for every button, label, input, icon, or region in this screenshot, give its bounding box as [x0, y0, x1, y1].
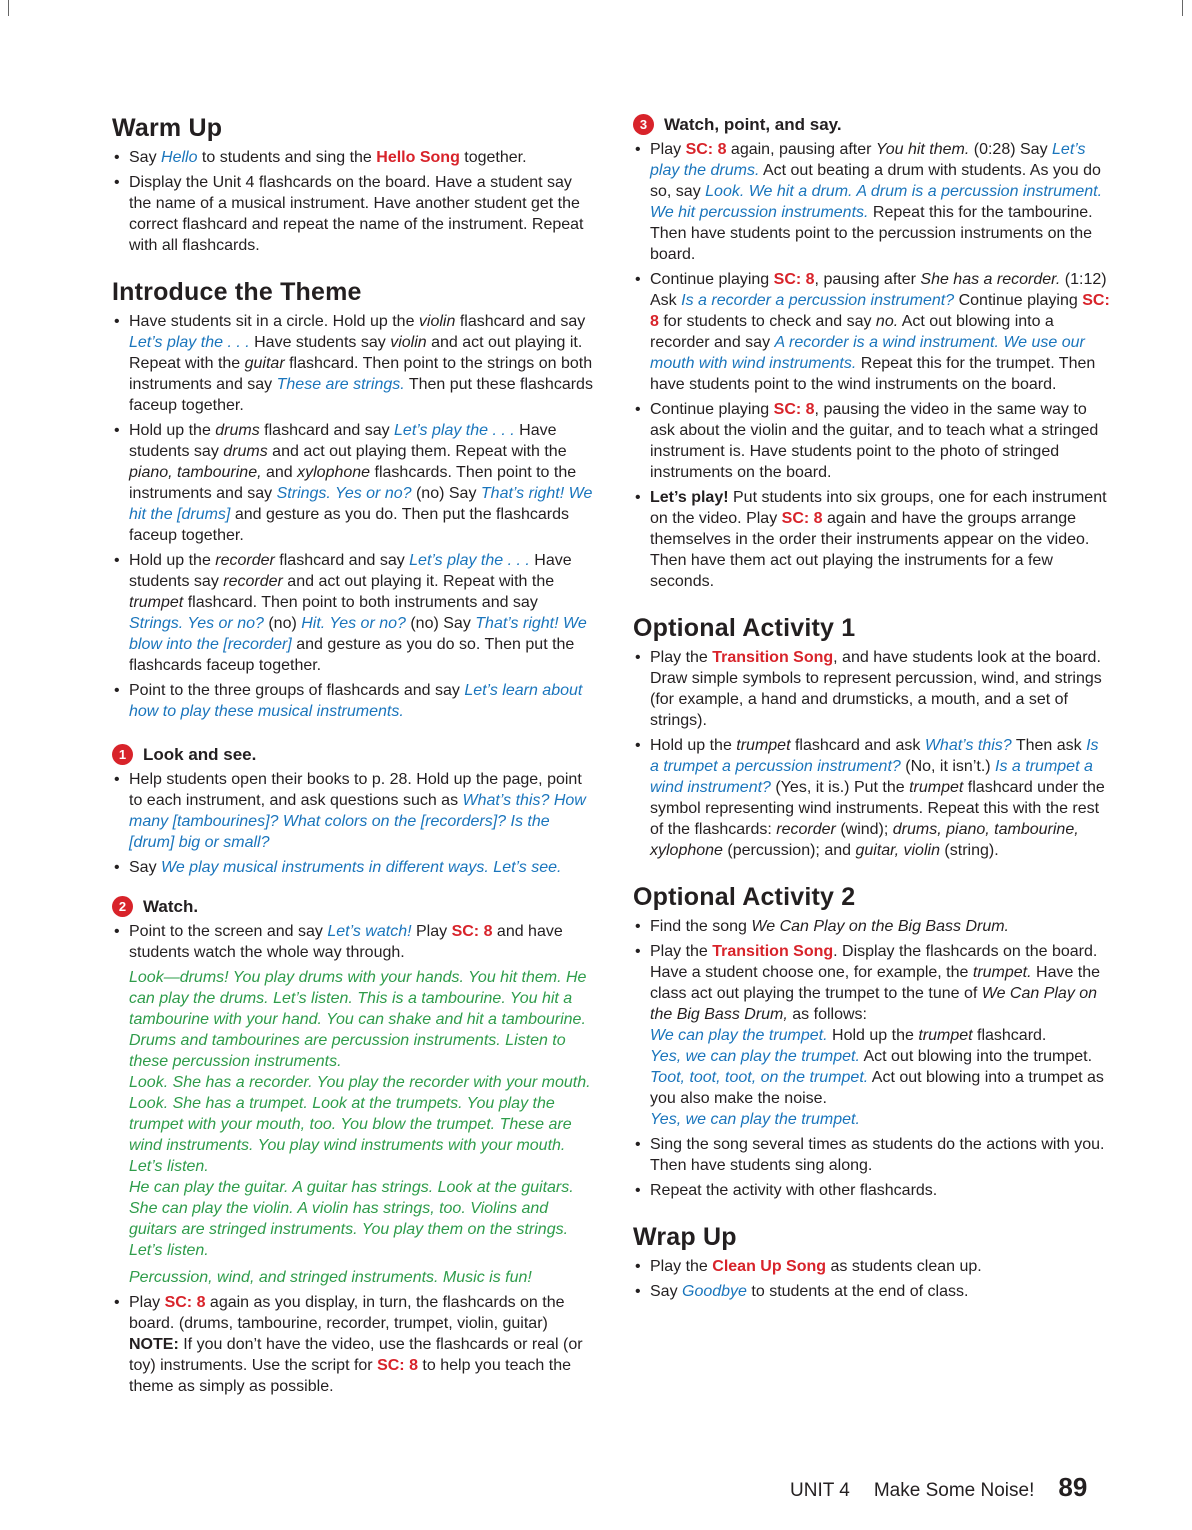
list-item: Repeat the activity with other flashcard…: [633, 1180, 1111, 1201]
step-number-badge: 3: [633, 114, 654, 135]
list-item: Say Hello to students and sing the Hello…: [112, 147, 596, 168]
list-item: Hold up the drums flashcard and say Let’…: [112, 420, 596, 546]
video-script: Look—drums! You play drums with your han…: [112, 967, 596, 1288]
list-item: Let’s play! Put students into six groups…: [633, 487, 1111, 592]
script-closing-line: Percussion, wind, and stringed instrumen…: [129, 1269, 532, 1286]
crop-mark-left: [8, 0, 9, 16]
footer-unit: UNIT 4: [790, 1480, 850, 1501]
song-line: Yes, we can play the trumpet. Act out bl…: [650, 1048, 1093, 1065]
script-paragraph: Look—drums! You play drums with your han…: [129, 969, 587, 1070]
script-paragraph: Look. She has a recorder. You play the r…: [129, 1074, 591, 1175]
song-line: We can play the trumpet. Hold up the tru…: [650, 1027, 1047, 1044]
list-item: Help students open their books to p. 28.…: [112, 769, 596, 853]
list-item: Have students sit in a circle. Hold up t…: [112, 311, 596, 416]
list-item: Sing the song several times as students …: [633, 1134, 1111, 1176]
introduce-theme-section: Introduce the Theme Have students sit in…: [112, 278, 596, 722]
wrap-up-section: Wrap Up Play the Clean Up Song as studen…: [633, 1223, 1111, 1302]
list-item: Point to the three groups of flashcards …: [112, 680, 596, 722]
list-item: Play the Transition Song. Display the fl…: [633, 941, 1111, 1130]
introduce-theme-heading: Introduce the Theme: [112, 278, 362, 306]
song-line: Yes, we can play the trumpet.: [650, 1111, 860, 1128]
optional-activity-1-heading: Optional Activity 1: [633, 614, 856, 642]
list-item: Say We play musical instruments in diffe…: [112, 857, 596, 878]
list-item: Play the Transition Song, and have stude…: [633, 647, 1111, 731]
song-line: Toot, toot, toot, on the trumpet. Act ou…: [650, 1069, 1104, 1107]
optional-activity-2-section: Optional Activity 2 Find the song We Can…: [633, 883, 1111, 1201]
list-item: Play SC: 8 again as you display, in turn…: [112, 1292, 596, 1397]
list-item: Point to the screen and say Let’s watch!…: [112, 921, 596, 963]
page-number: 89: [1058, 1472, 1088, 1502]
step-number-badge: 1: [112, 744, 133, 765]
warm-up-section: Warm Up Say Hello to students and sing t…: [112, 114, 596, 256]
left-column: Warm Up Say Hello to students and sing t…: [112, 114, 596, 1419]
script-paragraph: He can play the guitar. A guitar has str…: [129, 1179, 574, 1259]
step-number-badge: 2: [112, 896, 133, 917]
list-item: Continue playing SC: 8, pausing the vide…: [633, 399, 1111, 483]
wrap-up-heading: Wrap Up: [633, 1223, 737, 1251]
list-item: Hold up the recorder flashcard and say L…: [112, 550, 596, 676]
list-item: Hold up the trumpet flashcard and ask Wh…: [633, 735, 1111, 861]
optional-activity-2-heading: Optional Activity 2: [633, 883, 856, 911]
list-item: Display the Unit 4 flashcards on the boa…: [112, 172, 596, 256]
crop-mark-right: [1182, 0, 1183, 16]
list-item: Play SC: 8 again, pausing after You hit …: [633, 139, 1111, 265]
optional-activity-1-section: Optional Activity 1 Play the Transition …: [633, 614, 1111, 861]
page-footer: UNIT 4 Make Some Noise! 89: [790, 1472, 1120, 1503]
warm-up-heading: Warm Up: [112, 114, 223, 142]
list-item: Say Goodbye to students at the end of cl…: [633, 1281, 1111, 1302]
footer-title: Make Some Noise!: [873, 1480, 1035, 1501]
list-item: Play the Clean Up Song as students clean…: [633, 1256, 1111, 1277]
list-item: Find the song We Can Play on the Big Bas…: [633, 916, 1111, 937]
list-item: Continue playing SC: 8, pausing after Sh…: [633, 269, 1111, 395]
